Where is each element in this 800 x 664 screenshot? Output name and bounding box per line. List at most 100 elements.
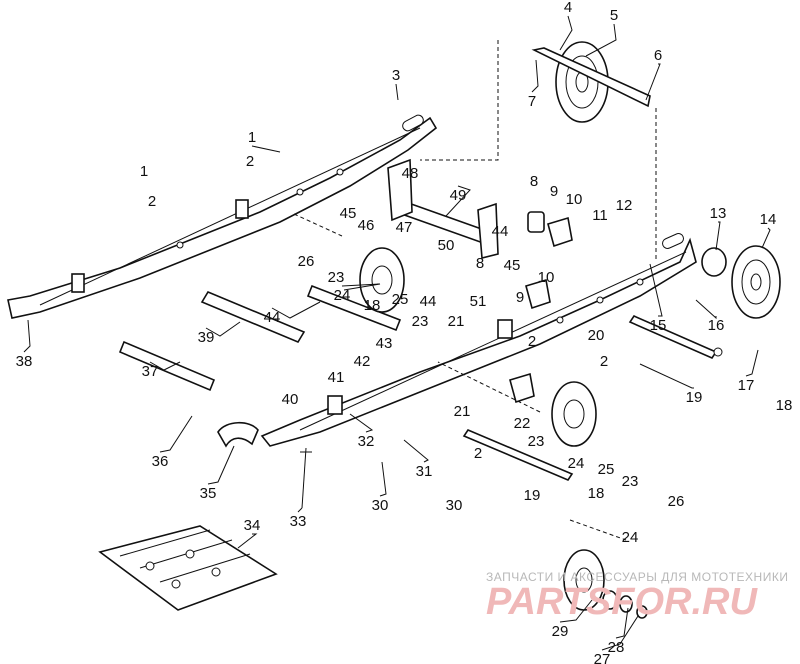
leader-30 [379,461,387,497]
leader-36 [159,415,193,453]
assembly-guides [293,40,657,541]
callout-47: 47 [396,219,413,236]
callout-35: 35 [200,485,217,502]
callout-24: 24 [334,287,351,304]
callout-2-5: 2 [528,333,536,350]
callout-40: 40 [282,391,299,408]
callout-11: 11 [592,207,608,224]
callout-9-2: 9 [516,289,524,306]
callout-21: 21 [448,313,465,330]
callout-29: 29 [552,623,569,640]
leader-49 [445,185,471,217]
bracket-48 [387,158,413,222]
callout-14: 14 [760,211,777,228]
leader-1 [251,145,281,153]
callout-12: 12 [616,197,633,214]
callout-8: 8 [530,173,538,190]
leader-4 [559,15,573,51]
leader-38 [23,319,31,353]
spacer-13 [701,247,727,277]
callout-25-2: 25 [598,461,615,478]
callout-7: 7 [528,93,536,110]
callout-3: 3 [392,67,400,84]
callout-23-4: 23 [622,473,639,490]
callout-30: 30 [372,497,389,514]
callout-21-2: 21 [454,403,471,420]
leader-16 [695,299,717,320]
wheel-upper-center [359,247,405,313]
callout-41: 41 [328,369,345,386]
callout-6: 6 [654,47,662,64]
callout-42: 42 [354,353,371,370]
callout-2-2: 2 [148,193,156,210]
callout-33: 33 [290,513,307,530]
leader-lines [23,15,771,651]
leader-14 [761,227,771,249]
callout-10-2: 10 [538,269,555,286]
callout-43: 43 [376,335,393,352]
callout-26-2: 26 [668,493,685,510]
leader-15 [649,263,663,317]
callout-2-4: 2 [474,445,482,462]
callout-8-2: 8 [476,255,484,272]
callout-50: 50 [438,237,455,254]
callout-37: 37 [142,363,159,380]
bolt-33 [300,447,312,509]
bracket-44 [477,202,499,260]
watermark-brand: PARTSFOR.RU [486,581,758,623]
callout-38: 38 [16,353,33,370]
callout-51: 51 [470,293,487,310]
callout-23-3: 23 [528,433,545,450]
callout-44-2: 44 [492,223,509,240]
callout-26: 26 [298,253,315,270]
callout-20: 20 [588,327,605,344]
callout-15: 15 [650,317,667,334]
callout-45: 45 [340,205,357,222]
callout-18: 18 [364,297,381,314]
wheel-24-lower [551,381,597,447]
callout-32: 32 [358,433,375,450]
callout-30-2: 30 [446,497,463,514]
right-rail [260,233,697,447]
callout-16: 16 [708,317,725,334]
callout-19-2: 19 [524,487,541,504]
callout-2-3: 2 [600,353,608,370]
leader-44 [271,301,321,319]
leader-7 [531,59,539,93]
callout-24-2: 24 [568,455,585,472]
leader-34 [237,533,258,549]
callout-9: 9 [550,183,558,200]
callout-44: 44 [264,309,281,326]
callout-19: 19 [686,389,703,406]
callout-24-3: 24 [622,529,639,546]
leader-28 [615,607,629,639]
leader-37 [149,361,181,371]
callout-18-2: 18 [588,485,605,502]
leader-19 [639,363,694,389]
cross-shaft-44 [306,284,402,332]
callout-27: 27 [594,651,611,664]
leader-35 [207,445,235,485]
cross-shaft-37 [118,340,216,392]
callout-2: 2 [246,153,254,170]
callout-17: 17 [738,377,755,394]
leader-24 [341,283,381,291]
callout-34: 34 [244,517,261,534]
callout-48: 48 [402,165,419,182]
plate-34 [98,525,278,611]
callout-44-3: 44 [420,293,437,310]
long-bolt-19-lower [462,429,574,481]
callout-28: 28 [608,639,625,656]
callout-10: 10 [566,191,583,208]
callout-31: 31 [416,463,433,480]
callout-45-2: 45 [504,257,521,274]
callout-18-3: 18 [776,397,793,414]
block-9 [527,211,545,233]
block-22 [509,372,535,404]
leader-13 [715,221,721,251]
cross-shaft-39 [200,290,306,344]
watermark: ЗАПЧАСТИ И АКСЕССУАРЫ ДЛЯ МОТОТЕХНИКИ PA… [486,570,788,623]
callout-46: 46 [358,217,375,234]
